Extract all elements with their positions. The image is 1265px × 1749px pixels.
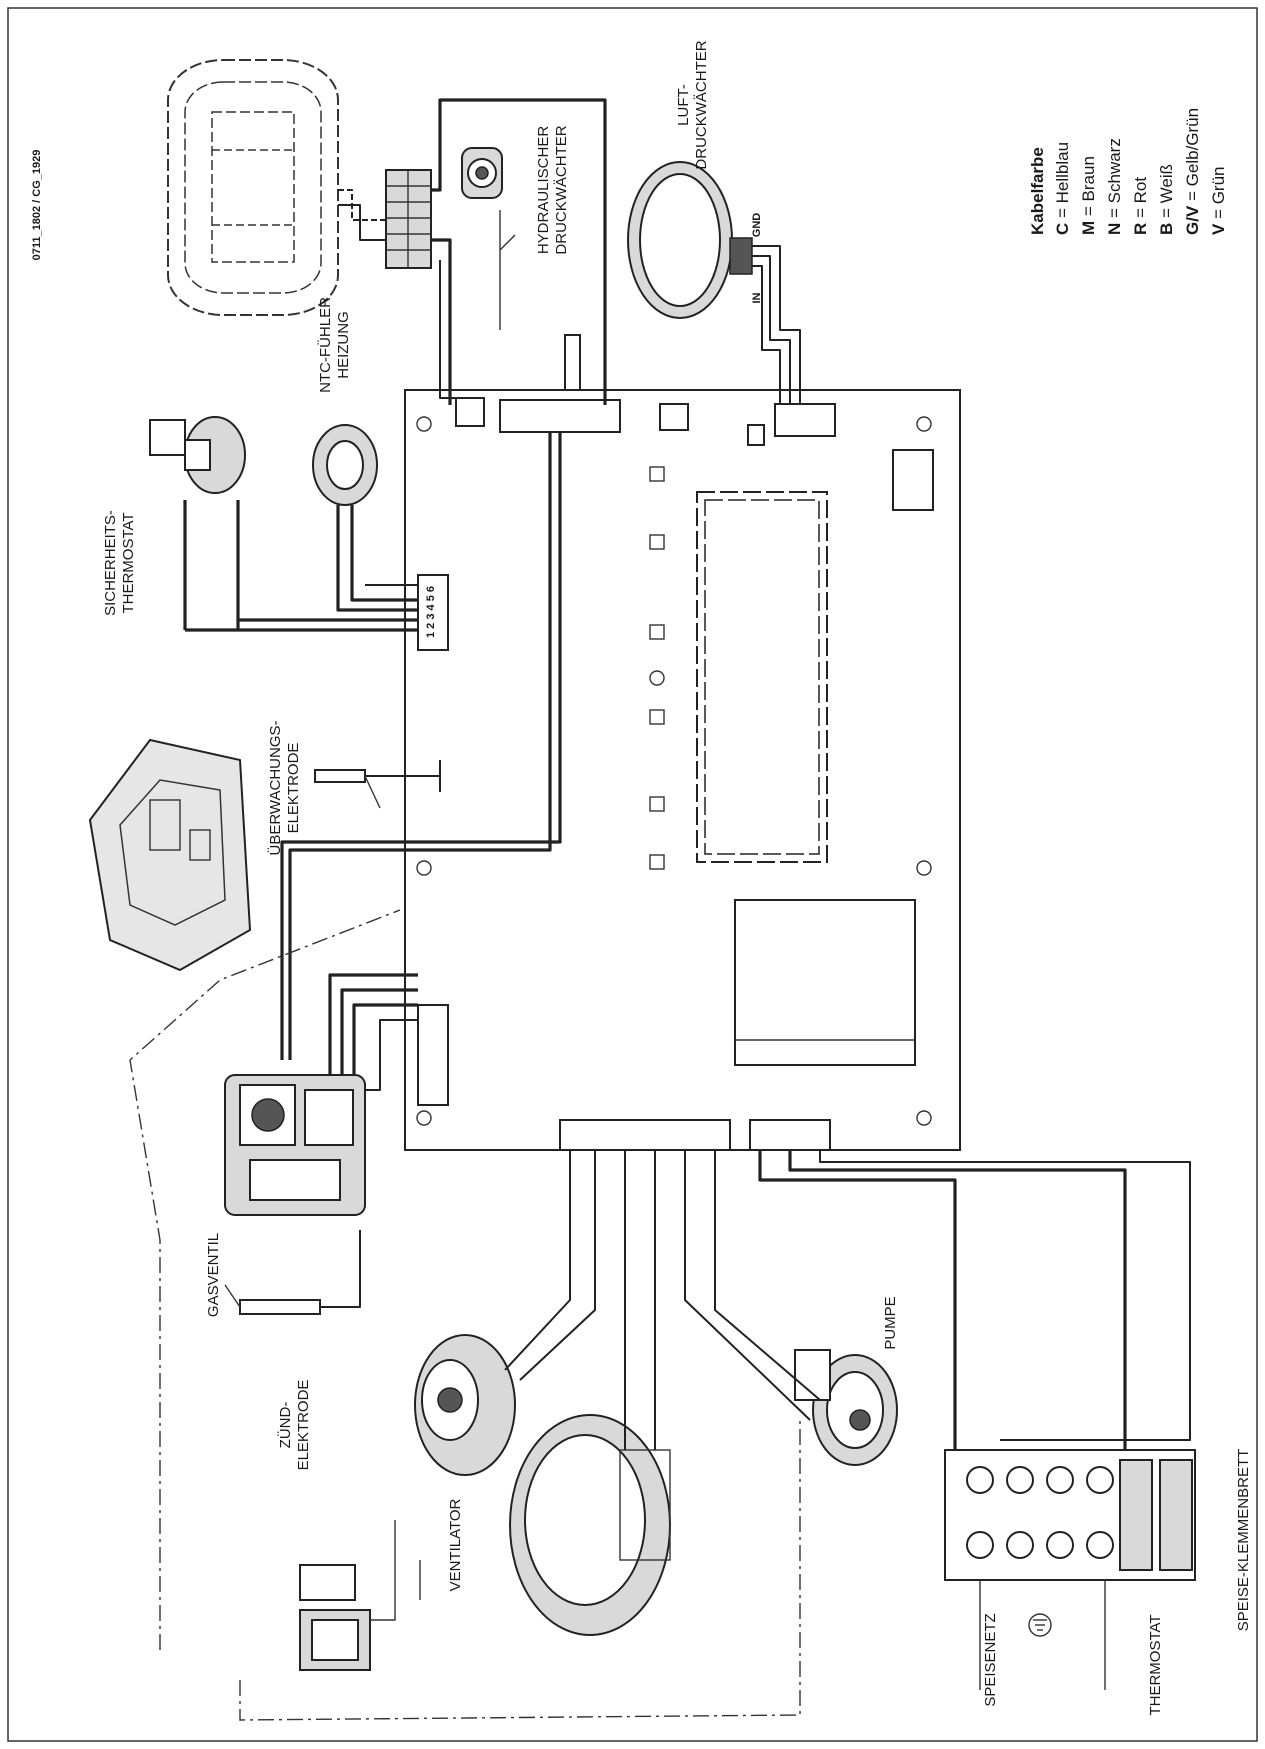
air-switch-label-2: DRUCKWÄCHTER xyxy=(693,40,710,169)
legend-entry: R = Rot xyxy=(1131,177,1150,235)
monitoring-electrode-label-2: ELEKTRODE xyxy=(285,743,302,834)
legend-entry: B = Weiß xyxy=(1157,164,1176,235)
page-border xyxy=(7,7,1258,1742)
mains-supply-label: SPEISENETZ xyxy=(982,1613,999,1706)
hydraulic-switch-label-1: HYDRAULISCHER xyxy=(535,126,552,255)
hydraulic-switch-label-2: DRUCKWÄCHTER xyxy=(553,125,570,254)
legend-entry-text: = Hellblau xyxy=(1053,142,1072,218)
gas-valve xyxy=(224,1074,366,1216)
legend-entry-code: C xyxy=(1053,218,1072,235)
legend-entry-code: R xyxy=(1131,218,1150,235)
ntc-sensor-label-2: HEIZUNG xyxy=(335,311,352,379)
safety-thermostat-label-2: THERMOSTAT xyxy=(120,512,137,613)
legend-entry-text: = Gelb/Grün xyxy=(1183,108,1202,201)
gas-valve-label: GASVENTIL xyxy=(205,1233,222,1317)
supply-terminal-board xyxy=(944,1449,1196,1581)
burner xyxy=(509,1414,671,1636)
legend-entry-text: = Braun xyxy=(1079,156,1098,216)
monitoring-electrode xyxy=(314,760,441,809)
ignition-electrode xyxy=(224,1230,361,1315)
ntc-sensor xyxy=(312,424,378,506)
ignition-transformer xyxy=(299,1564,371,1671)
display-terminal-strip xyxy=(338,169,432,269)
legend-entry-code: N xyxy=(1105,218,1124,235)
fan-label: VENTILATOR xyxy=(447,1498,464,1591)
pump xyxy=(794,1349,898,1466)
ignition-electrode-label-2: ELEKTRODE xyxy=(295,1380,312,1471)
legend-entry: N = Schwarz xyxy=(1105,138,1124,235)
legend-entry-text: = Grün xyxy=(1209,166,1228,218)
air-pressure-switch xyxy=(627,161,753,319)
gas-valve-bracket xyxy=(88,738,252,972)
thermostat-label: THERMOSTAT xyxy=(1147,1614,1164,1715)
display-unit xyxy=(167,59,339,316)
in-pin-label: IN xyxy=(751,292,763,303)
monitoring-electrode-label-1: ÜBERWACHUNGS- xyxy=(266,720,284,855)
legend-entry-code: G/V xyxy=(1183,201,1202,235)
safety-thermostat xyxy=(149,416,246,630)
ntc-sensor-label-1: NTC-FÜHLER xyxy=(316,297,334,393)
legend-entry-code: V xyxy=(1209,219,1228,235)
legend-entry-text: = Weiß xyxy=(1157,164,1176,218)
gnd-pin-label: GND xyxy=(751,213,763,238)
legend-entry-text: = Schwarz xyxy=(1105,138,1124,218)
safety-thermostat-label-1: SICHERHEITS- xyxy=(102,510,119,616)
legend-entry-code: B xyxy=(1157,218,1176,235)
legend-entry: M = Braun xyxy=(1079,156,1098,235)
ignition-electrode-label-1: ZÜND- xyxy=(276,1402,294,1449)
document-reference: 0711_1802 / CG_1929 xyxy=(31,150,43,261)
pump-label: PUMPE xyxy=(882,1296,899,1349)
supply-terminal-board-label: SPEISE-KLEMMENBRETT xyxy=(1235,1449,1252,1632)
legend-entry: G/V = Gelb/Grün xyxy=(1183,108,1202,235)
legend-title: Kabelfarbe xyxy=(1028,147,1047,235)
legend-entry: V = Grün xyxy=(1209,166,1228,235)
legend-entry-code: M xyxy=(1079,216,1098,235)
earth-icon xyxy=(1028,1613,1052,1637)
legend-entry-text: = Rot xyxy=(1131,177,1150,218)
control-board xyxy=(404,389,961,1151)
legend-entry: C = Hellblau xyxy=(1053,142,1072,235)
air-switch-label-1: LUFT- xyxy=(675,84,692,126)
fan xyxy=(414,1334,516,1476)
hydraulic-pressure-switch xyxy=(461,147,581,391)
connector-numbers: 1 2 3 4 5 6 xyxy=(425,586,437,638)
